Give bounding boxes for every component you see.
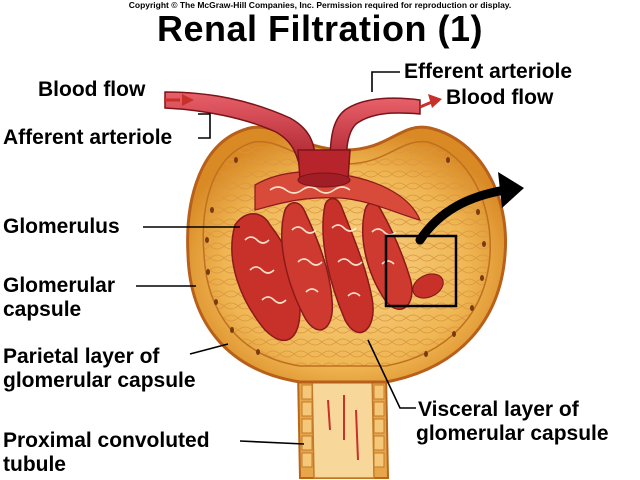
copyright-notice: Copyright © The McGraw-Hill Companies, I… xyxy=(128,0,512,10)
vascular-pole xyxy=(297,149,351,188)
label-parietal-layer-line1: Parietal layer of xyxy=(3,345,160,368)
label-visceral-layer-line1: Visceral layer of xyxy=(418,398,579,421)
label-visceral-layer-line2: glomerular capsule xyxy=(416,422,609,445)
leader-lines xyxy=(136,71,416,445)
glomerulus xyxy=(231,170,422,342)
label-efferent-arteriole: Efferent arteriole xyxy=(404,60,573,83)
label-glomerulus: Glomerulus xyxy=(3,215,120,238)
blood-flow-in-arrow xyxy=(164,94,194,106)
label-blood-flow-out: Blood flow xyxy=(446,86,554,109)
label-proximal-tubule-line1: Proximal convoluted xyxy=(3,429,210,452)
label-blood-flow-in: Blood flow xyxy=(38,78,146,101)
label-proximal-tubule-line2: tubule xyxy=(3,453,66,476)
magnify-arrow-icon xyxy=(415,172,524,245)
label-glomerular-capsule-line2: capsule xyxy=(3,298,82,321)
leader-afferent xyxy=(198,113,211,139)
leader-visceral-layer xyxy=(367,339,416,409)
label-parietal-layer-line2: glomerular capsule xyxy=(3,369,196,392)
blood-flow-out-arrow xyxy=(419,94,442,109)
leader-parietal-layer xyxy=(189,343,229,355)
proximal-tubule xyxy=(296,371,390,479)
leader-efferent xyxy=(371,71,400,92)
label-glomerular-capsule-line1: Glomerular xyxy=(3,274,116,297)
label-afferent-arteriole: Afferent arteriole xyxy=(3,126,173,149)
page-title: Renal Filtration (1) xyxy=(156,8,484,49)
leader-proximal-tubule xyxy=(239,440,305,445)
